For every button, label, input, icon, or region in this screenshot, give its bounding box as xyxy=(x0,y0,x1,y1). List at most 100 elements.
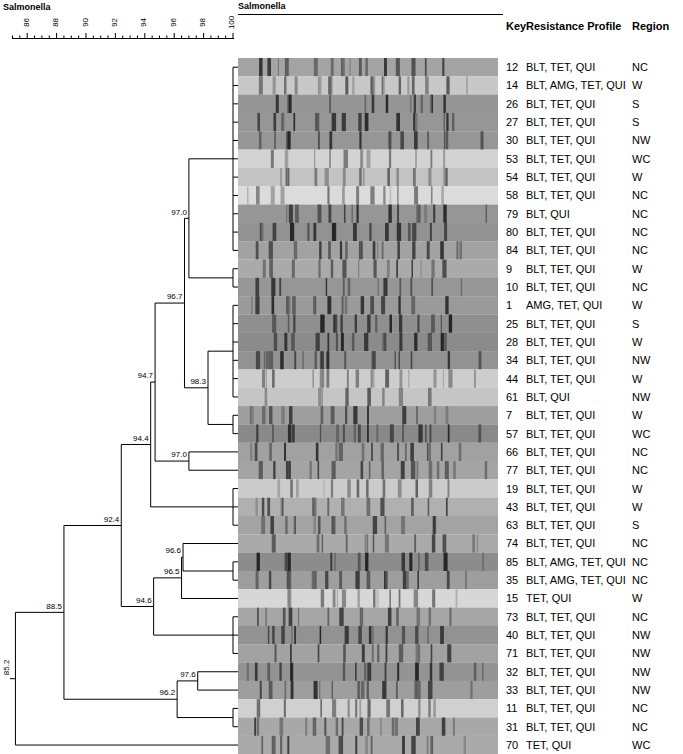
leaf-stub xyxy=(233,213,238,214)
gel-band xyxy=(320,626,322,644)
gel-band xyxy=(250,406,252,424)
gel-band xyxy=(273,76,276,94)
resistance-profile: BLT, TET, QUI xyxy=(526,684,595,696)
isolate-key: 43 xyxy=(506,501,518,513)
similarity-value: 98.3 xyxy=(190,378,206,387)
gel-band xyxy=(446,113,448,131)
gel-band xyxy=(256,351,260,369)
gel-lane xyxy=(238,461,498,479)
gel-band xyxy=(290,644,292,662)
gel-band xyxy=(414,333,417,351)
gel-band xyxy=(355,736,357,754)
gel-band xyxy=(430,736,433,754)
gel-band xyxy=(345,406,347,424)
gel-lane xyxy=(238,95,498,113)
gel-band xyxy=(273,113,276,131)
gel-band xyxy=(373,76,375,94)
gel-band xyxy=(474,369,476,387)
gel-band xyxy=(396,168,399,186)
gel-band xyxy=(397,186,399,204)
gel-lane xyxy=(238,388,498,406)
gel-band xyxy=(345,388,348,406)
gel-band xyxy=(365,113,369,131)
gel-band xyxy=(272,186,274,204)
gel-band xyxy=(259,76,263,94)
isolate-key: 10 xyxy=(506,281,518,293)
gel-band xyxy=(315,113,319,131)
gel-band xyxy=(332,113,336,131)
gel-band xyxy=(399,333,402,351)
leaf-stub xyxy=(233,177,238,178)
gel-band xyxy=(357,205,359,223)
scale-tick xyxy=(78,36,79,39)
resistance-profile: BLT, TET, QUI xyxy=(526,702,595,714)
gel-band xyxy=(284,333,287,351)
gel-band xyxy=(389,589,391,607)
gel-lane xyxy=(238,516,498,534)
gel-band xyxy=(371,443,373,461)
gel-band xyxy=(365,534,367,552)
region-code: NC xyxy=(632,556,648,568)
gel-band xyxy=(382,333,384,351)
gel-band xyxy=(343,663,345,681)
scale-tick xyxy=(152,36,153,39)
gel-band xyxy=(384,571,387,589)
gel-band xyxy=(396,681,398,699)
gel-band xyxy=(375,314,377,332)
region-code: WC xyxy=(632,739,650,751)
gel-band xyxy=(430,663,432,681)
gel-band xyxy=(360,150,362,168)
gel-lane xyxy=(238,113,498,131)
gel-band xyxy=(359,168,361,186)
gel-band xyxy=(421,260,422,278)
gel-band xyxy=(359,241,363,259)
gel-band xyxy=(411,736,415,754)
gel-band xyxy=(335,314,337,332)
gel-band xyxy=(448,369,452,387)
gel-band xyxy=(320,369,324,387)
resistance-profile: BLT, AMG, TET, QUI xyxy=(526,79,626,91)
gel-band xyxy=(447,644,451,662)
gel-band xyxy=(411,461,415,479)
scale-tick xyxy=(122,36,123,39)
resistance-profile: BLT, TET, QUI xyxy=(526,226,595,238)
gel-band xyxy=(280,168,282,186)
leaf-stub xyxy=(233,268,238,269)
gel-band xyxy=(326,278,328,296)
isolate-key: 19 xyxy=(506,483,518,495)
gel-band xyxy=(364,333,368,351)
gel-band xyxy=(485,205,487,223)
gel-band xyxy=(383,479,386,497)
gel-band xyxy=(362,150,363,168)
gel-band xyxy=(380,498,384,516)
gel-band xyxy=(376,424,378,442)
region-code: S xyxy=(632,318,639,330)
gel-band xyxy=(397,223,401,241)
gel-band xyxy=(340,314,342,332)
resistance-profile: BLT, TET, QUI xyxy=(526,153,595,165)
gel-band xyxy=(371,736,373,754)
gel-band xyxy=(411,351,413,369)
gel-band xyxy=(427,131,429,149)
gel-lane xyxy=(238,76,498,94)
gel-band xyxy=(439,663,443,681)
gel-band xyxy=(294,351,296,369)
gel-band xyxy=(392,718,394,736)
gel-band xyxy=(402,424,404,442)
gel-band xyxy=(397,443,399,461)
gel-band xyxy=(247,663,249,681)
gel-band xyxy=(410,443,414,461)
gel-band xyxy=(339,608,343,626)
gel-band xyxy=(342,113,346,131)
gel-band xyxy=(358,260,359,278)
gel-band xyxy=(256,241,259,259)
scale-tick xyxy=(144,33,145,39)
gel-band xyxy=(432,534,435,552)
gel-band xyxy=(383,278,387,296)
gel-band xyxy=(399,369,402,387)
gel-band xyxy=(410,95,411,113)
similarity-value: 88.5 xyxy=(46,603,62,612)
gel-band xyxy=(260,681,262,699)
gel-lane xyxy=(238,406,498,424)
gel-band xyxy=(357,681,360,699)
